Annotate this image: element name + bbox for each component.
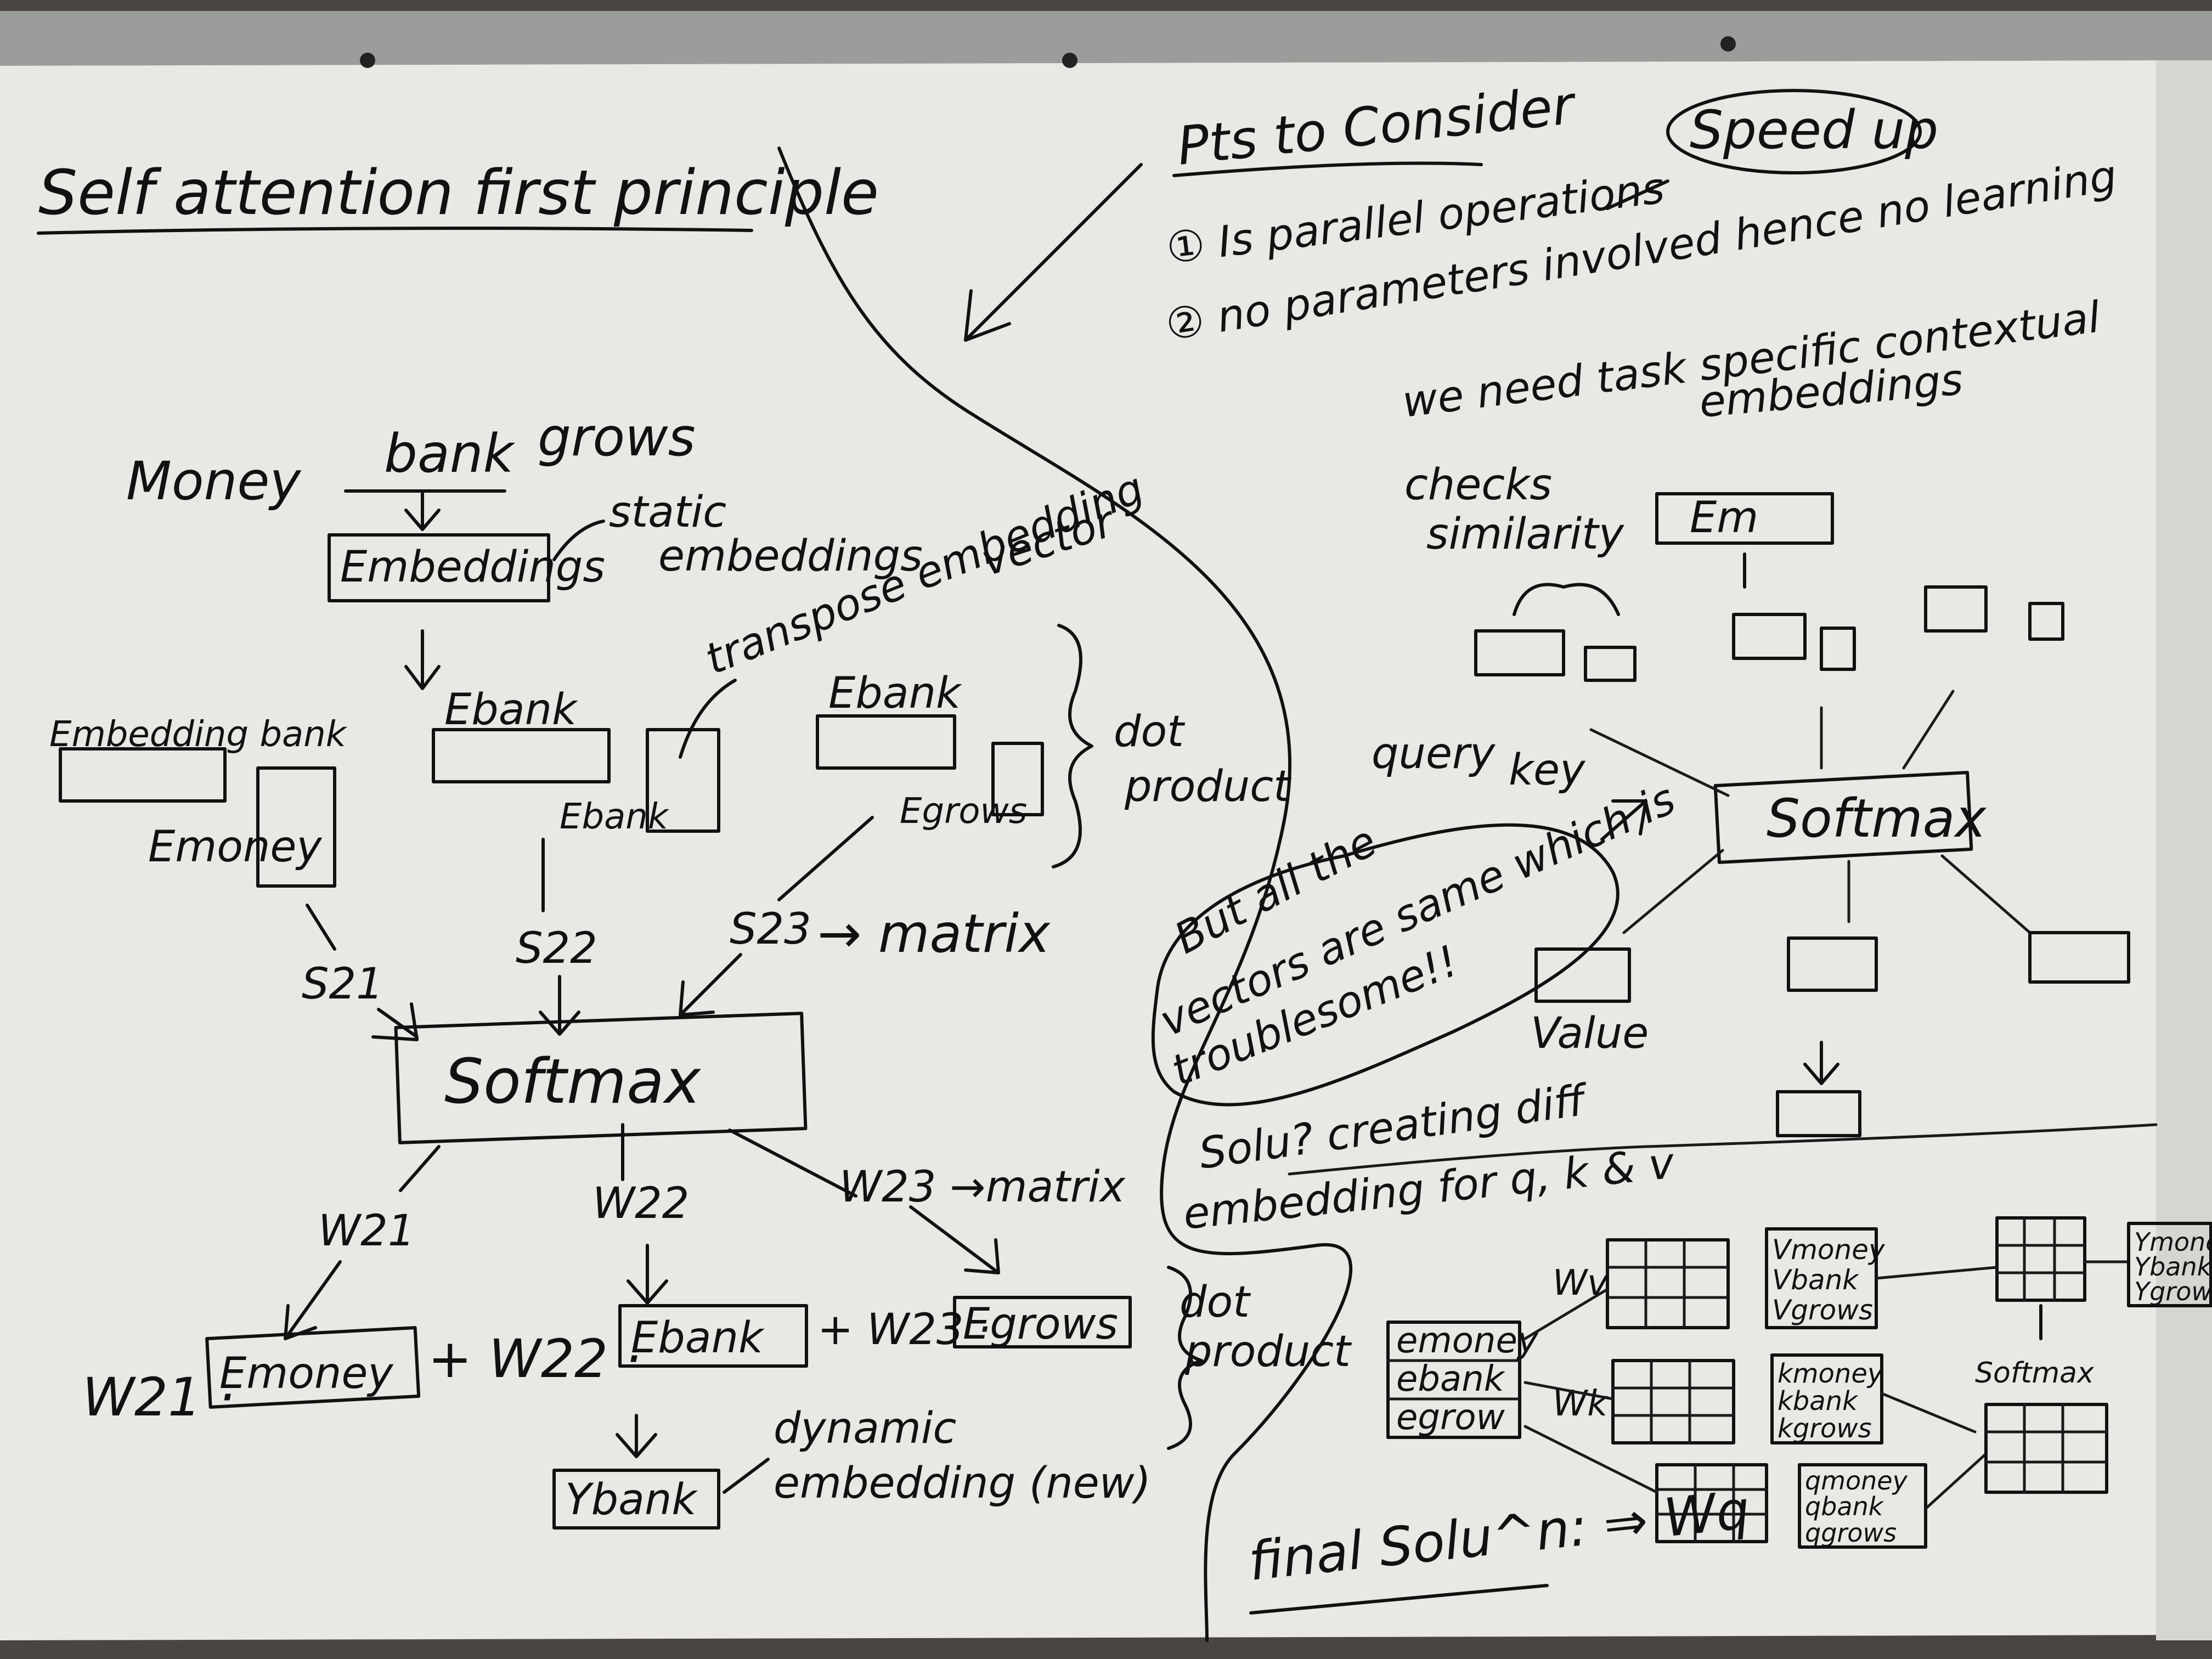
s22-label: S22: [516, 924, 597, 973]
checks-2: similarity: [1426, 510, 1625, 559]
emb-row-1: ebank: [1396, 1359, 1506, 1400]
softmax-label-right: Softmax: [1767, 788, 1987, 849]
softmax-box-right: [1713, 771, 1973, 864]
emoney-box-label: Emoney: [219, 1349, 394, 1398]
v-row-0: Vmoney: [1772, 1234, 1886, 1266]
sum-w21: W21 ·: [82, 1367, 235, 1428]
softmax-box-left: [394, 1012, 808, 1144]
softmax-label-left: Softmax: [444, 1046, 702, 1118]
query-label: query: [1372, 729, 1496, 778]
key-label: key: [1509, 746, 1586, 795]
v-row-1: Vbank: [1772, 1264, 1859, 1296]
embeddings-box: [328, 533, 550, 602]
board-surface: [0, 60, 2212, 1640]
w23-label: W23 →matrix: [839, 1163, 1126, 1212]
egrows-box-label: Egrows: [963, 1300, 1118, 1349]
v-row-2: Vgrows: [1772, 1294, 1873, 1326]
ybank-box: [552, 1469, 720, 1530]
matrix-label-1: → matrix: [817, 903, 1051, 964]
ebank-label-1: Ebank: [444, 685, 578, 735]
em-label: Em: [1690, 493, 1758, 543]
dynamic-note-2: embedding (new): [774, 1459, 1151, 1508]
ebank-label-2: Ebank: [828, 669, 962, 718]
word-grows: grows: [538, 407, 696, 468]
y-row-0: Ymoney: [2134, 1227, 2212, 1257]
checks-1: checks: [1404, 460, 1552, 510]
emb-row-0: emoney: [1396, 1321, 1539, 1361]
arrow-to-left: [964, 163, 1143, 342]
emb-row-2: egrow: [1396, 1397, 1505, 1438]
concern-cloud: [1151, 823, 1620, 1107]
ybank-label: Ybank: [565, 1475, 698, 1525]
speed-up: Speed up: [1690, 99, 1938, 161]
ebank-box-label: Ebank: [631, 1313, 765, 1363]
board-title: Self attention first principle: [38, 157, 879, 229]
s21-label: S21: [302, 960, 383, 1009]
em-box: [1655, 492, 1834, 545]
title-underline: [37, 227, 753, 235]
emoney-col-label: Emoney: [148, 822, 323, 872]
sum-w22: + W22 ·: [428, 1328, 641, 1390]
ebank-col-label: Ebank: [560, 797, 670, 837]
word-bank: bank: [384, 423, 516, 484]
mid-dot-1: dot: [1180, 1278, 1251, 1327]
word-money: Money: [126, 450, 301, 512]
emoney-box: [205, 1326, 421, 1409]
egrows-box: [953, 1296, 1132, 1348]
mid-dot-2: product: [1184, 1327, 1352, 1376]
dot-product-2: product: [1124, 762, 1291, 811]
speed-up-bubble: [1666, 89, 1922, 174]
dot-product-1: dot: [1114, 707, 1185, 757]
divider-curve: [777, 146, 1352, 1642]
q-row-1: qbank: [1805, 1492, 1884, 1521]
k-row-2: kgrows: [1778, 1413, 1872, 1444]
k-row-1: kbank: [1778, 1386, 1859, 1417]
egrows-col-label: Egrows: [900, 791, 1027, 832]
s23-label: S23: [730, 905, 811, 954]
y-row-2: Ygrows: [2134, 1277, 2212, 1306]
q-row-0: qmoney: [1805, 1466, 1908, 1496]
static-note-2: embeddings: [658, 532, 923, 581]
ebank-box: [618, 1304, 808, 1368]
w21-label: W21: [318, 1206, 415, 1256]
y-row-1: Ybank: [2134, 1252, 2212, 1282]
dot-product-brace: [1052, 624, 1093, 868]
w22-label: W22: [592, 1179, 689, 1228]
softmax-small: Softmax: [1975, 1357, 2095, 1390]
dynamic-note-1: dynamic: [774, 1404, 956, 1453]
k-row-0: kmoney: [1778, 1358, 1883, 1389]
emb-matrix: [1386, 1321, 1521, 1439]
value-label: Value: [1531, 1009, 1649, 1058]
wv-label: Wv: [1553, 1263, 1609, 1304]
static-note-1: static: [609, 488, 726, 537]
q-row-2: qgrows: [1805, 1518, 1897, 1548]
embeddings-label: Embeddings: [340, 543, 605, 592]
